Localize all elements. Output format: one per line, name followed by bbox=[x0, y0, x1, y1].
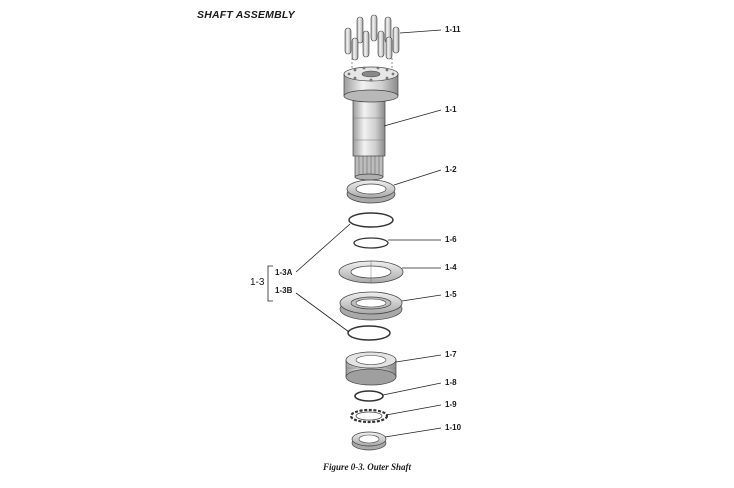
lock-washer bbox=[349, 408, 389, 424]
figure-caption: Figure 0-3. Outer Shaft bbox=[322, 462, 411, 472]
leader-line bbox=[384, 427, 442, 438]
pin bbox=[377, 30, 385, 58]
leader-line bbox=[295, 223, 351, 273]
callout-1-3b: 1-3B bbox=[275, 286, 293, 295]
group-label-1-3: 1-3 bbox=[250, 277, 265, 288]
callout-1-9: 1-9 bbox=[445, 400, 457, 409]
pin bbox=[385, 36, 393, 60]
pin bbox=[362, 30, 370, 58]
lock-nut bbox=[351, 431, 387, 451]
callout-1-8: 1-8 bbox=[445, 378, 457, 387]
bearing-nut bbox=[346, 179, 396, 204]
outer-shaft bbox=[343, 66, 399, 181]
leader-line bbox=[401, 294, 442, 302]
leader-line bbox=[399, 29, 442, 34]
callout-1-6: 1-6 bbox=[445, 235, 457, 244]
leader-line bbox=[382, 382, 442, 396]
leader-line bbox=[385, 404, 442, 416]
callout-1-2: 1-2 bbox=[445, 165, 457, 174]
callout-1-7: 1-7 bbox=[445, 350, 457, 359]
leader-line bbox=[383, 109, 442, 127]
roller-bearing bbox=[345, 351, 397, 386]
callout-1-5: 1-5 bbox=[445, 290, 457, 299]
snap-ring bbox=[353, 237, 389, 249]
retaining-ring bbox=[354, 390, 384, 402]
pin bbox=[344, 27, 352, 55]
pin bbox=[370, 14, 378, 42]
pin bbox=[356, 16, 364, 44]
callout-1-4: 1-4 bbox=[445, 263, 457, 272]
callout-1-3a: 1-3A bbox=[275, 268, 293, 277]
thrust-washer bbox=[338, 260, 404, 284]
group-bracket bbox=[267, 265, 273, 302]
leader-line bbox=[393, 169, 442, 186]
pin bbox=[392, 26, 400, 54]
leader-line bbox=[295, 292, 350, 333]
shim-ring-lower bbox=[347, 325, 391, 341]
pin bbox=[351, 37, 359, 61]
shim-ring-upper bbox=[348, 212, 394, 228]
bearing-race bbox=[339, 291, 403, 321]
callout-1-11: 1-11 bbox=[445, 25, 461, 34]
leader-line bbox=[395, 354, 442, 363]
pin-set bbox=[344, 14, 400, 61]
figure-title: SHAFT ASSEMBLY bbox=[197, 9, 295, 21]
callout-1-10: 1-10 bbox=[445, 423, 462, 432]
callout-1-1: 1-1 bbox=[445, 105, 457, 114]
